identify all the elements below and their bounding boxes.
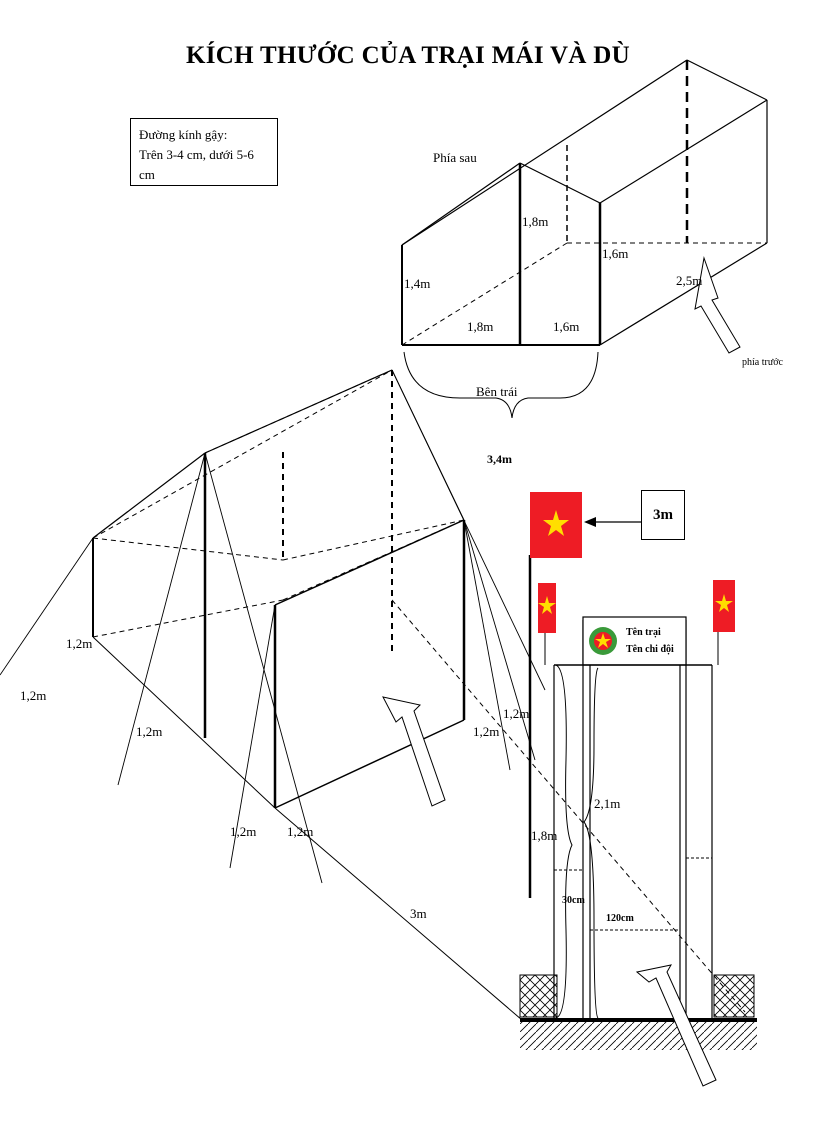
page-title: KÍCH THƯỚC CỦA TRẠI MÁI VÀ DÙ [186,42,630,69]
note-line-1: Đường kính gậy: [139,127,228,142]
national-flag-large [530,492,582,558]
camp-gate [519,555,757,1087]
national-flag-small-right [713,580,735,632]
box-depth-label: 2,5m [676,273,702,288]
box-left-height-label: 1,4m [404,276,430,291]
box-bottom-1-label: 1,8m [467,319,493,334]
roof-dim-a: 1,2m [66,636,92,651]
roof-length-label: 3m [410,906,427,921]
box-front-height-label: 1,6m [602,246,628,261]
unit-name-label: Tên chi đội [626,644,674,655]
box-bottom-2-label: 1,6m [553,319,579,334]
roof-dim-d: 1,2m [230,824,256,839]
camp-name-label: Tên trại [626,627,661,638]
roof-dim-e: 1,2m [287,824,313,839]
box-tent [401,59,768,419]
roof-dim-b: 1,2m [20,688,46,703]
gate-height-2-label: 2,1m [594,796,620,811]
roof-dim-f: 1,2m [473,724,499,739]
front-side-label: phía trước [742,357,784,368]
gate-width-small-label: 30cm [562,895,585,906]
flag-height-arrow [584,517,641,527]
box-total-width-label: 3,4m [487,452,512,466]
roof-tent [0,369,746,1021]
gate-width-large-label: 120cm [606,913,634,924]
back-side-label: Phía sau [433,150,477,165]
roof-dim-c: 1,2m [136,724,162,739]
gate-height-1-label: 1,8m [531,828,557,843]
roof-dim-g: 1,2m [503,706,529,721]
left-side-label: Bên trái [476,384,518,399]
pioneer-badge-icon [589,627,617,655]
note-line-2: Trên 3-4 cm, dưới 5-6 cm [139,147,254,182]
flag-height-box: 3m [641,490,685,540]
national-flag-small-left [538,583,556,633]
box-mid-height-label: 1,8m [522,214,548,229]
stick-diameter-note: Đường kính gậy: Trên 3-4 cm, dưới 5-6 cm [130,118,278,186]
